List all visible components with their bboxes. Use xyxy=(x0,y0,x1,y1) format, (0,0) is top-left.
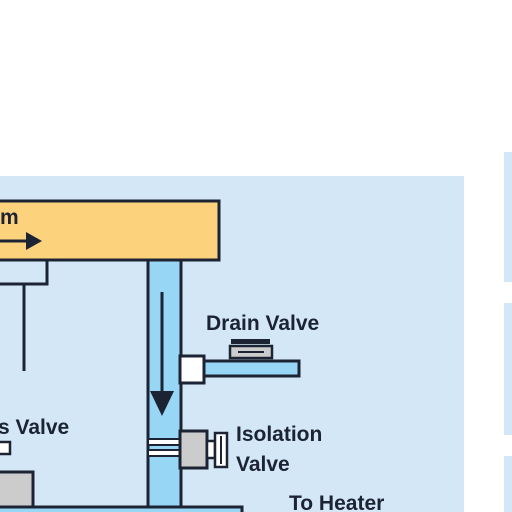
header-fragment-label: m xyxy=(0,206,19,229)
isolation-valve-label-line1: Isolation xyxy=(236,423,322,446)
header-bracket xyxy=(0,258,49,286)
isolation-band-top xyxy=(147,438,182,446)
bypass-valve-cap xyxy=(0,440,12,456)
isolation-valve-label-line2: Valve xyxy=(236,453,290,476)
down-flow-arrow-icon xyxy=(150,391,174,416)
isolation-band-bottom xyxy=(147,449,182,457)
drain-valve-handle xyxy=(231,339,270,344)
drain-pipe xyxy=(201,359,301,378)
header-pipe xyxy=(0,199,221,262)
bypass-valve-body xyxy=(0,470,35,510)
side-panel-1 xyxy=(504,152,512,282)
isolation-valve-body xyxy=(178,429,209,470)
header-flow-arrow-icon xyxy=(26,232,42,250)
side-panel-3 xyxy=(504,456,512,512)
drain-valve-label: Drain Valve xyxy=(206,312,319,335)
drain-valve-body xyxy=(178,354,206,385)
bottom-pipe xyxy=(0,505,244,512)
to-heater-label: To Heater xyxy=(289,492,384,512)
side-panel-2 xyxy=(504,303,512,435)
bypass-valve-label: s Valve xyxy=(0,416,69,439)
vertical-pipe xyxy=(146,256,183,512)
